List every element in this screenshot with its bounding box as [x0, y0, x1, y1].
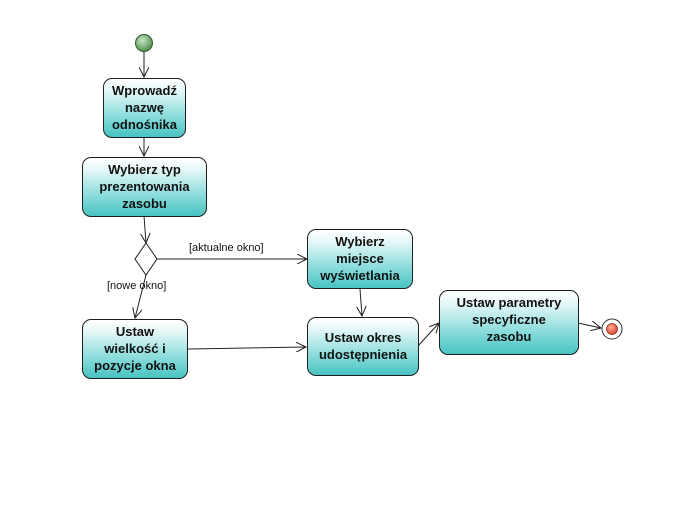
edge-decision-to-window-size — [135, 274, 147, 318]
activity-choose-display-place[interactable]: Wybierz miejsce wyświetlania — [307, 229, 413, 289]
activity-enter-link-name[interactable]: Wprowadź nazwę odnośnika — [103, 78, 186, 138]
edge-window-size-to-sharing — [187, 347, 306, 349]
final-node-inner — [606, 323, 618, 335]
edge-sharing-to-specific-params — [417, 323, 439, 347]
edge-specific-params-to-end — [577, 323, 601, 328]
edge-choose-type-to-decision — [144, 215, 146, 243]
activity-set-specific-params[interactable]: Ustaw parametry specyficzne zasobu — [439, 290, 579, 355]
decision-node — [134, 242, 158, 276]
activity-choose-presentation-type[interactable]: Wybierz typ prezentowania zasobu — [82, 157, 207, 217]
guard-current-window: [aktualne okno] — [189, 242, 264, 254]
activity-set-sharing-period[interactable]: Ustaw okres udostępnienia — [307, 317, 419, 376]
edge-display-place-to-sharing — [360, 288, 362, 316]
guard-new-window: [nowe okno] — [107, 280, 167, 292]
activity-set-window-size[interactable]: Ustaw wielkość i pozycje okna — [82, 319, 188, 379]
initial-node — [135, 34, 153, 52]
